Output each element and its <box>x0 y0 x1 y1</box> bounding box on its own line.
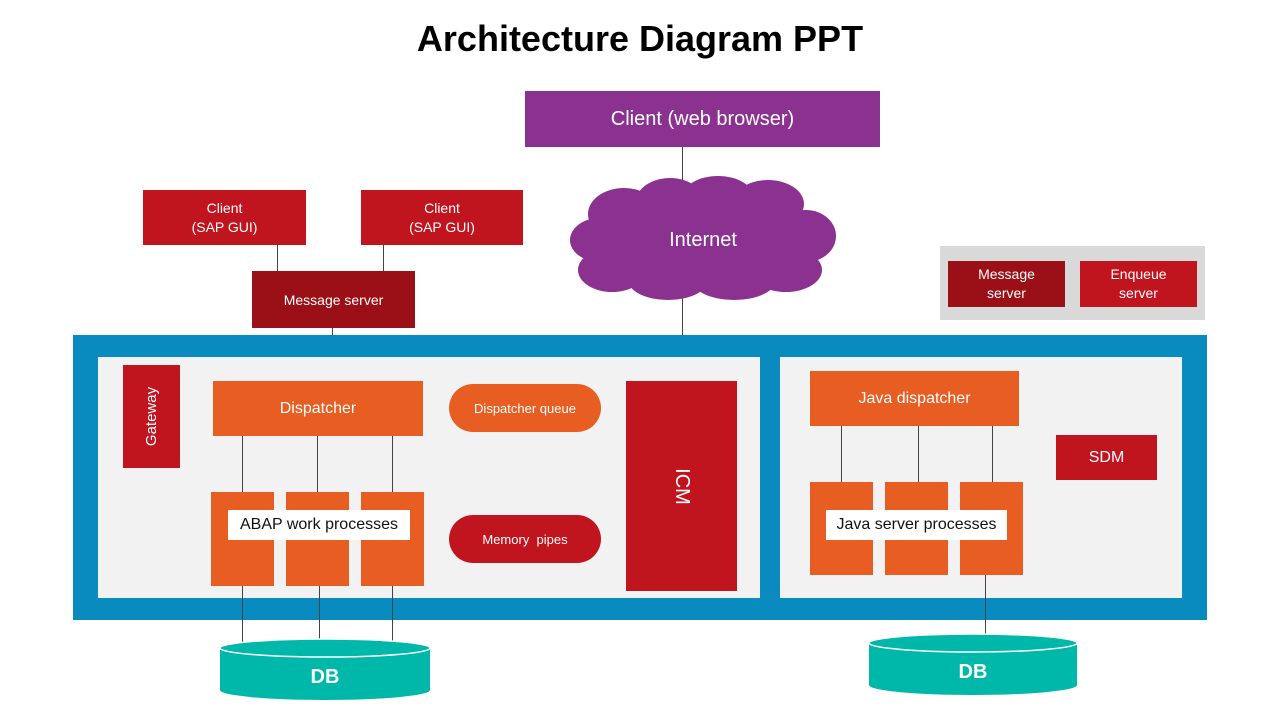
client-sap-gui-2-line1: Client <box>424 199 460 216</box>
connector-dispatcher-wp2 <box>317 436 318 493</box>
db-left-cylinder <box>219 638 431 700</box>
message-server-right: Message server <box>948 261 1065 307</box>
client-web-browser-label: Client (web browser) <box>610 107 795 130</box>
gateway-label: Gateway <box>143 386 161 447</box>
message-server-left-label: Message server <box>283 291 384 308</box>
connector-wp1-db <box>242 586 243 644</box>
connector-javadisp-jsp2 <box>918 426 919 483</box>
connector-javadisp-jsp3 <box>992 426 993 483</box>
client-sap-gui-1-line1: Client <box>206 199 243 216</box>
dispatcher-box: Dispatcher <box>213 381 423 436</box>
java-dispatcher-box: Java dispatcher <box>810 371 1019 426</box>
java-dispatcher-label: Java dispatcher <box>858 389 971 407</box>
icm-box: ICM <box>626 381 737 591</box>
enqueue-server-line1: Enqueue <box>1110 266 1167 282</box>
sdm-label: SDM <box>1088 448 1125 466</box>
message-server-left: Message server <box>252 271 415 328</box>
connector-wp3-db <box>392 586 393 644</box>
memory-pipes-label: Memory pipes <box>482 531 568 547</box>
icm-label: ICM <box>670 467 693 505</box>
connector-sapgui2-msgserver <box>383 244 384 272</box>
client-sap-gui-2-line2: (SAP GUI) <box>409 218 475 235</box>
sdm-box: SDM <box>1056 435 1157 480</box>
dispatcher-queue: Dispatcher queue <box>449 384 601 432</box>
internet-cloud <box>570 176 836 300</box>
connector-wp2-db <box>319 586 320 644</box>
message-server-right-line2: server <box>987 285 1026 301</box>
dispatcher-queue-label: Dispatcher queue <box>474 400 576 416</box>
db-left-label: DB <box>310 665 340 688</box>
page-title: Architecture Diagram PPT <box>416 18 864 59</box>
db-right-label: DB <box>958 660 988 683</box>
gateway-box: Gateway <box>123 365 180 468</box>
abap-work-processes-label: ABAP work processes <box>228 510 410 540</box>
enqueue-server-line2: server <box>1119 285 1158 301</box>
connector-dispatcher-wp3 <box>392 436 393 493</box>
client-sap-gui-1-line2: (SAP GUI) <box>191 218 258 235</box>
connector-jsp-db <box>985 575 986 637</box>
connector-javadisp-jsp1 <box>841 426 842 483</box>
enqueue-server: Enqueue server <box>1080 261 1197 307</box>
internet-label: Internet <box>669 228 737 251</box>
connector-sapgui1-msgserver <box>277 244 278 272</box>
connector-web-internet <box>682 146 683 182</box>
dispatcher-label: Dispatcher <box>279 399 357 417</box>
java-server-processes-label: Java server processes <box>826 510 1007 540</box>
memory-pipes: Memory pipes <box>449 515 601 563</box>
message-server-right-line1: Message <box>978 266 1035 282</box>
db-right-cylinder <box>868 633 1078 695</box>
client-sap-gui-1: Client (SAP GUI) <box>143 190 306 245</box>
client-sap-gui-2: Client (SAP GUI) <box>361 190 523 245</box>
connector-dispatcher-wp1 <box>242 436 243 493</box>
client-web-browser-box: Client (web browser) <box>525 91 880 147</box>
